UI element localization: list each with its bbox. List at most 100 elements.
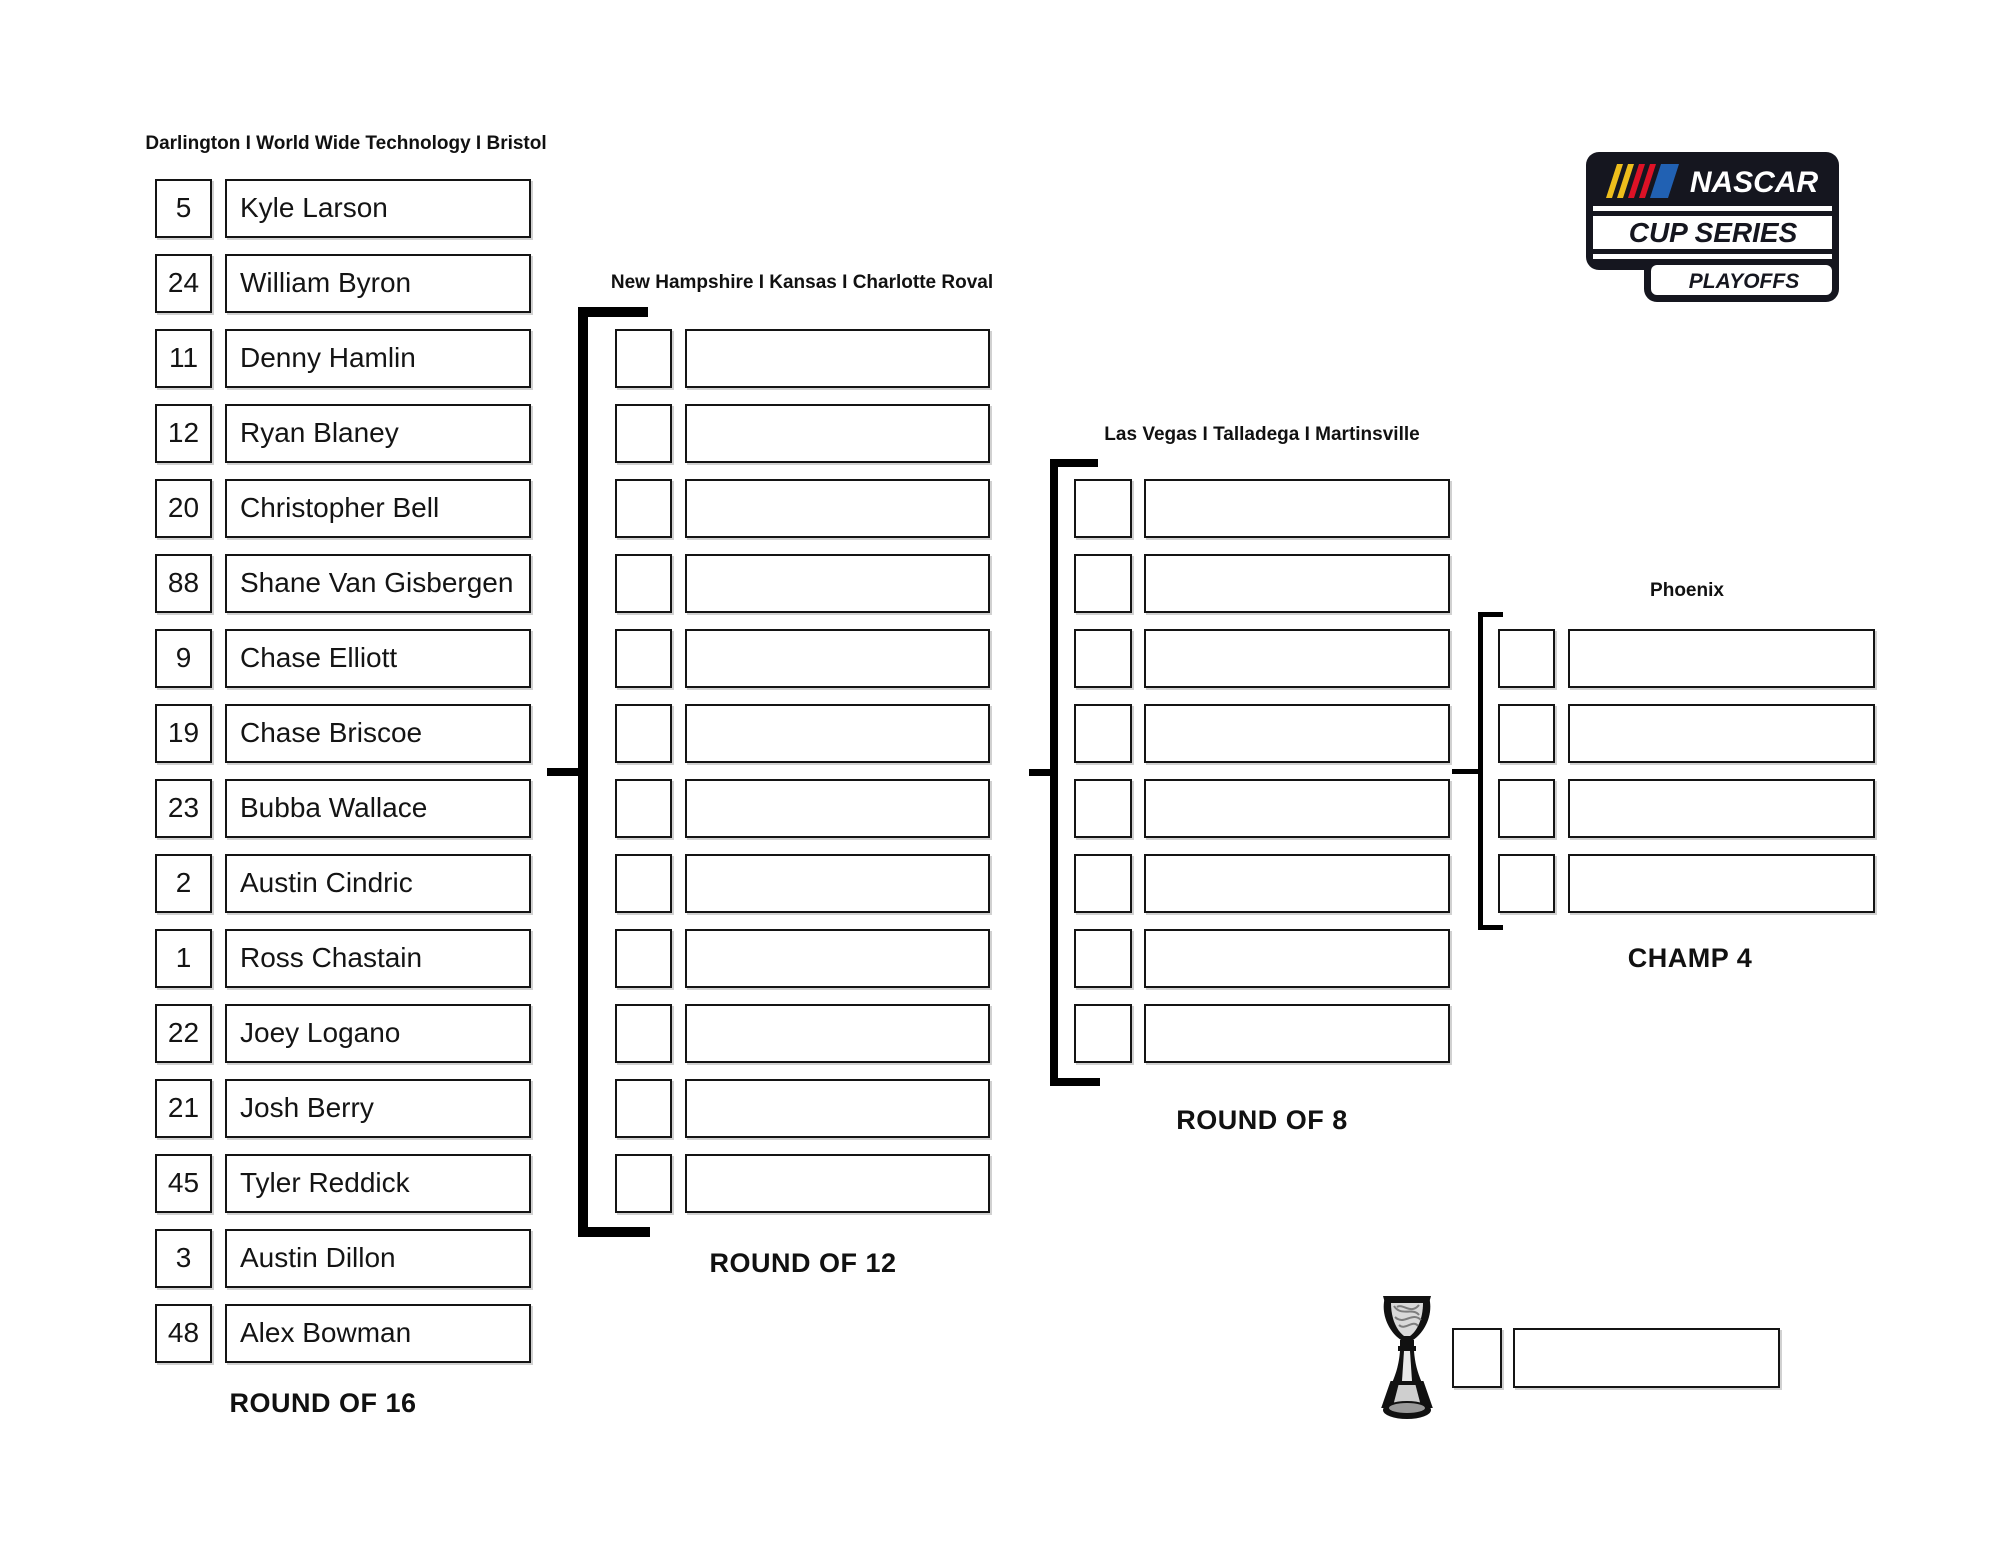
races-header-round-of-12: New Hampshire I Kansas I Charlotte Roval <box>610 272 994 293</box>
driver-name-round-of-16: Denny Hamlin <box>225 329 531 388</box>
empty-name-box-champ-4 <box>1568 629 1875 688</box>
empty-name-box-round-of-12 <box>685 929 990 988</box>
empty-seed-box-round-of-12 <box>615 629 672 688</box>
seed-number-round-of-16: 11 <box>155 329 212 388</box>
bracket-line-round12-vertical <box>578 307 588 1237</box>
driver-name-round-of-16: Alex Bowman <box>225 1304 531 1363</box>
empty-seed-box-round-of-12 <box>615 1154 672 1213</box>
empty-name-box-round-of-8 <box>1144 554 1450 613</box>
logo-white-gap-1 <box>1593 206 1832 211</box>
logo-cup-series-band <box>1593 216 1832 249</box>
driver-name-round-of-16: Kyle Larson <box>225 179 531 238</box>
empty-name-box-round-of-12 <box>685 1079 990 1138</box>
bracket-line-champ4-vertical <box>1478 612 1483 930</box>
empty-name-box-round-of-8 <box>1144 1004 1450 1063</box>
empty-seed-box-round-of-12 <box>615 779 672 838</box>
empty-name-box-round-of-8 <box>1144 629 1450 688</box>
logo-white-gap-2 <box>1593 254 1832 259</box>
empty-name-box-round-of-12 <box>685 1004 990 1063</box>
empty-name-box-round-of-8 <box>1144 479 1450 538</box>
empty-name-box-round-of-12 <box>685 779 990 838</box>
logo-playoffs-text: PLAYOFFS <box>1689 270 1799 293</box>
bracket-line-round16-connector <box>547 768 578 776</box>
seed-number-round-of-16: 20 <box>155 479 212 538</box>
empty-seed-box-round-of-12 <box>615 704 672 763</box>
nascar-cup-series-playoffs-logo: NASCAR CUP SERIES PLAYOFFS <box>1586 152 1839 302</box>
empty-seed-box-round-of-12 <box>615 404 672 463</box>
driver-name-round-of-16: Joey Logano <box>225 1004 531 1063</box>
seed-number-round-of-16: 12 <box>155 404 212 463</box>
driver-name-round-of-16: William Byron <box>225 254 531 313</box>
round-label-round-of-8: ROUND OF 8 <box>1176 1105 1348 1135</box>
driver-name-round-of-16: Chase Briscoe <box>225 704 531 763</box>
empty-name-box-round-of-8 <box>1144 704 1450 763</box>
empty-name-box-round-of-12 <box>685 329 990 388</box>
round-label-round-of-16: ROUND OF 16 <box>229 1388 417 1418</box>
empty-seed-box-champ-4 <box>1498 629 1555 688</box>
empty-name-box-champ-4 <box>1568 704 1875 763</box>
empty-name-box-round-of-8 <box>1144 929 1450 988</box>
empty-name-box-champion <box>1513 1328 1780 1388</box>
empty-name-box-round-of-12 <box>685 1154 990 1213</box>
bracket-line-round12-connector <box>1029 769 1050 776</box>
empty-seed-box-round-of-12 <box>615 929 672 988</box>
driver-name-round-of-16: Bubba Wallace <box>225 779 531 838</box>
driver-name-round-of-16: Ross Chastain <box>225 929 531 988</box>
empty-seed-box-round-of-8 <box>1074 929 1132 988</box>
empty-seed-box-champ-4 <box>1498 779 1555 838</box>
nascar-bar-red-1 <box>1628 164 1645 198</box>
empty-name-box-round-of-12 <box>685 629 990 688</box>
races-header-champ-4: Phoenix <box>1650 580 1724 601</box>
seed-number-round-of-16: 48 <box>155 1304 212 1363</box>
empty-name-box-champ-4 <box>1568 779 1875 838</box>
seed-number-round-of-16: 3 <box>155 1229 212 1288</box>
empty-seed-box-round-of-8 <box>1074 629 1132 688</box>
bracket-line-round8-vertical <box>1050 459 1058 1086</box>
empty-name-box-round-of-8 <box>1144 854 1450 913</box>
bracket-line-round8-cap-top <box>1050 459 1098 467</box>
logo-nascar-text: NASCAR <box>1690 166 1819 199</box>
driver-name-round-of-16: Tyler Reddick <box>225 1154 531 1213</box>
nascar-bar-yellow-1 <box>1606 164 1623 198</box>
empty-name-box-round-of-8 <box>1144 779 1450 838</box>
empty-name-box-round-of-12 <box>685 704 990 763</box>
seed-number-round-of-16: 45 <box>155 1154 212 1213</box>
logo-cup-series-text: CUP SERIES <box>1629 217 1798 248</box>
empty-seed-box-champ-4 <box>1498 854 1555 913</box>
bracket-line-round8-connector <box>1452 769 1478 774</box>
empty-seed-box-round-of-8 <box>1074 1004 1132 1063</box>
round-label-round-of-12: ROUND OF 12 <box>709 1248 897 1278</box>
seed-number-round-of-16: 22 <box>155 1004 212 1063</box>
driver-name-round-of-16: Christopher Bell <box>225 479 531 538</box>
empty-seed-box-round-of-8 <box>1074 554 1132 613</box>
nascar-bar-red-2 <box>1639 164 1656 198</box>
empty-name-box-round-of-12 <box>685 479 990 538</box>
driver-name-round-of-16: Shane Van Gisbergen <box>225 554 531 613</box>
bracket-line-champ4-cap-top <box>1478 612 1503 617</box>
empty-seed-box-round-of-8 <box>1074 779 1132 838</box>
seed-number-round-of-16: 88 <box>155 554 212 613</box>
driver-name-round-of-16: Ryan Blaney <box>225 404 531 463</box>
seed-number-round-of-16: 2 <box>155 854 212 913</box>
bracket-line-round12-cap-bottom <box>578 1227 650 1237</box>
empty-seed-box-round-of-12 <box>615 329 672 388</box>
empty-seed-box-champion <box>1452 1328 1502 1388</box>
empty-name-box-round-of-12 <box>685 554 990 613</box>
empty-seed-box-champ-4 <box>1498 704 1555 763</box>
round-label-champ-4: CHAMP 4 <box>1627 943 1753 973</box>
driver-name-round-of-16: Austin Cindric <box>225 854 531 913</box>
empty-seed-box-round-of-12 <box>615 1079 672 1138</box>
empty-name-box-champ-4 <box>1568 854 1875 913</box>
seed-number-round-of-16: 1 <box>155 929 212 988</box>
seed-number-round-of-16: 21 <box>155 1079 212 1138</box>
races-header-round-of-16: Darlington I World Wide Technology I Bri… <box>145 133 547 154</box>
empty-seed-box-round-of-8 <box>1074 704 1132 763</box>
seed-number-round-of-16: 9 <box>155 629 212 688</box>
bracket-line-round8-cap-bottom <box>1050 1078 1100 1086</box>
seed-number-round-of-16: 19 <box>155 704 212 763</box>
driver-name-round-of-16: Chase Elliott <box>225 629 531 688</box>
trophy-icon <box>1377 1293 1437 1421</box>
bracket-line-round12-cap-top <box>578 307 648 317</box>
nascar-bar-yellow-2 <box>1617 164 1634 198</box>
seed-number-round-of-16: 23 <box>155 779 212 838</box>
